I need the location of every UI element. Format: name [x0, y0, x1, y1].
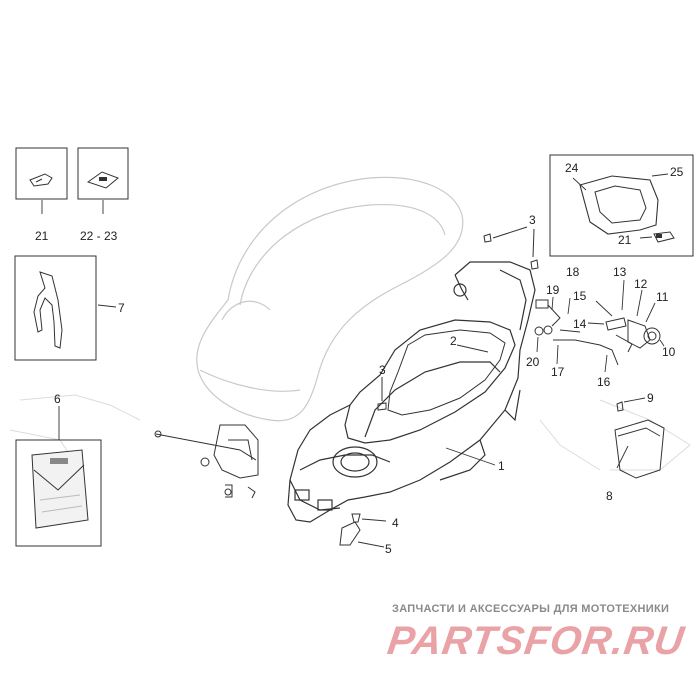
- callout-5: 5: [385, 542, 392, 556]
- compartment-liner: [387, 329, 506, 416]
- callout-19: 19: [546, 283, 560, 297]
- callout-4: 4: [392, 516, 399, 530]
- callout-labels: 1 2 3 3 4 5 6 7 8 9 10 11 12 13 14 15 16…: [35, 161, 684, 556]
- hinge-bracket-assembly: [154, 424, 259, 499]
- callout-11: 11: [656, 290, 669, 304]
- callout-20: 20: [526, 355, 540, 369]
- box-bag-6: [15, 439, 102, 547]
- box-strap-7: [14, 255, 97, 361]
- watermark-brand: PARTSFOR.RU: [384, 619, 688, 663]
- callout-21-left: 21: [35, 229, 49, 243]
- callout-2: 2: [450, 334, 457, 348]
- callout-21-box: 21: [618, 233, 632, 247]
- seat-outline: [196, 176, 464, 422]
- box-clip-21: [15, 147, 68, 200]
- helmet-compartment-body: [287, 261, 536, 523]
- callout-17: 17: [551, 365, 565, 379]
- callout-9: 9: [647, 391, 654, 405]
- callout-12: 12: [634, 277, 648, 291]
- callout-6: 6: [54, 392, 61, 406]
- callout-7: 7: [118, 301, 125, 315]
- callout-16: 16: [597, 375, 611, 389]
- callout-22-23: 22 - 23: [80, 229, 118, 243]
- callout-1: 1: [498, 459, 505, 473]
- callout-18: 18: [566, 265, 580, 279]
- box-clip-22-23: [77, 147, 129, 200]
- callout-24: 24: [565, 161, 579, 175]
- callout-25: 25: [670, 165, 684, 179]
- side-pocket-8: [614, 401, 665, 479]
- screws-top: [377, 226, 539, 411]
- callout-3-top: 3: [529, 213, 536, 227]
- watermark-tagline: ЗАПЧАСТИ И АКСЕССУАРЫ ДЛЯ МОТОТЕХНИКИ: [392, 603, 670, 615]
- callout-8: 8: [606, 489, 613, 503]
- box-pocket-24-25: [549, 154, 694, 257]
- screw-and-plug: [339, 513, 387, 548]
- leader-lines: [41, 200, 665, 469]
- callout-10: 10: [662, 345, 676, 359]
- callout-13: 13: [613, 265, 627, 279]
- callout-14: 14: [573, 317, 587, 331]
- lock-assembly: [534, 299, 661, 366]
- callout-3-inner: 3: [379, 363, 386, 377]
- callout-15: 15: [573, 289, 587, 303]
